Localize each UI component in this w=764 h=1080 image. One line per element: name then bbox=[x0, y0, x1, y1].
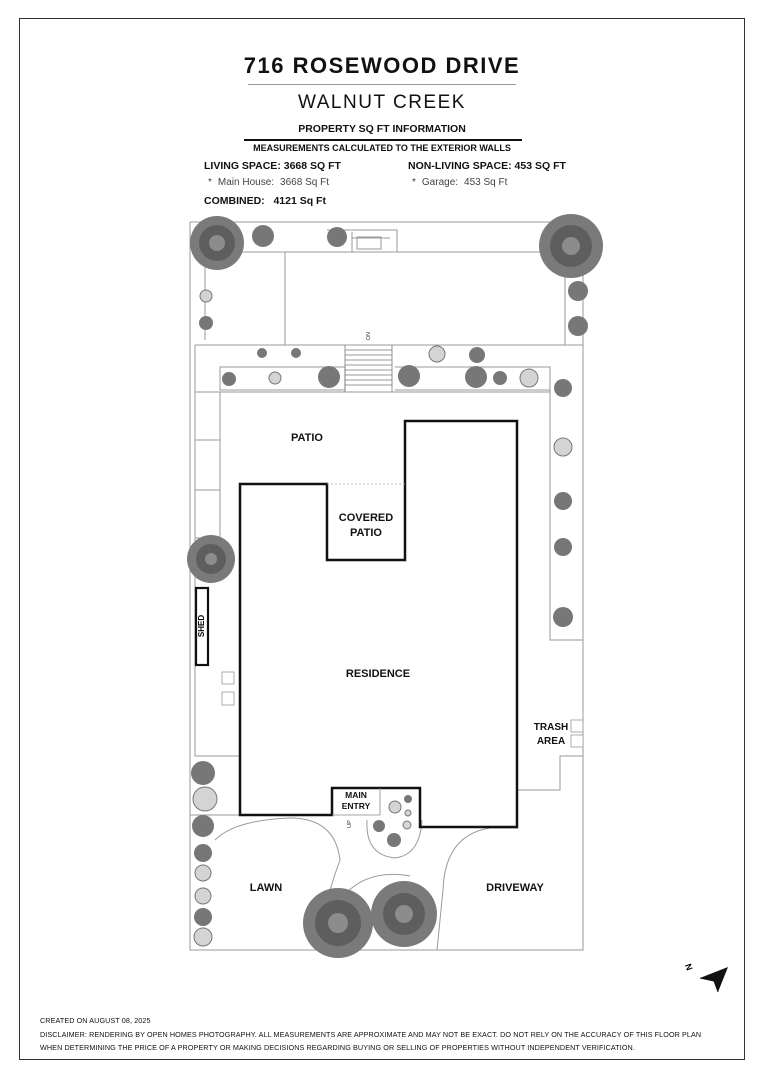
driveway-label: DRIVEWAY bbox=[486, 882, 544, 894]
tree-large-icon bbox=[190, 216, 244, 270]
address-title: 716 ROSEWOOD DRIVE bbox=[243, 53, 521, 78]
item-name: Garage: bbox=[421, 177, 459, 188]
shed-outline bbox=[194, 586, 210, 667]
trash-label-1: TRASH bbox=[534, 722, 568, 733]
tree-large-icon bbox=[371, 881, 437, 947]
bullet: * bbox=[208, 177, 212, 188]
title-divider bbox=[248, 84, 516, 85]
stair-label-up: UP bbox=[347, 820, 353, 828]
north-label: N bbox=[683, 962, 695, 972]
combined-label: COMBINED: bbox=[204, 195, 265, 207]
shed-label: SHED bbox=[197, 615, 206, 637]
item-value: 3668 Sq Ft bbox=[280, 177, 329, 188]
stairs bbox=[344, 345, 393, 392]
created-date: CREATED ON AUGUST 08, 2025 bbox=[40, 1016, 151, 1025]
covered-patio-label-1: COVERED bbox=[339, 512, 393, 524]
property-outline bbox=[189, 221, 584, 951]
lawn-label: LAWN bbox=[250, 882, 282, 894]
residence-label: RESIDENCE bbox=[346, 668, 410, 680]
combined-sqft: COMBINED: 4121 Sq Ft bbox=[204, 195, 326, 207]
page-frame bbox=[19, 18, 745, 1060]
item-name: Main House: bbox=[217, 177, 275, 188]
combined-value: 4121 Sq Ft bbox=[273, 195, 326, 207]
city-subtitle: WALNUT CREEK bbox=[298, 92, 466, 113]
nonliving-item-garage: * Garage: 453 Sq Ft bbox=[412, 177, 507, 188]
sqft-subheading: MEASUREMENTS CALCULATED TO THE EXTERIOR … bbox=[253, 143, 511, 153]
stair-label-dn: DN bbox=[366, 332, 372, 340]
sqft-divider bbox=[244, 139, 522, 141]
tree-large-icon bbox=[303, 888, 373, 958]
shrub-icon bbox=[191, 225, 588, 926]
patio-label: PATIO bbox=[291, 432, 323, 444]
tree-large-icon bbox=[539, 214, 603, 278]
north-arrow-icon: N bbox=[683, 962, 728, 993]
landscaping bbox=[187, 214, 603, 958]
utility-boxes bbox=[221, 671, 584, 748]
covered-patio-label-2: PATIO bbox=[350, 527, 382, 539]
living-space-label: LIVING SPACE: 3668 SQ FT bbox=[204, 160, 341, 172]
living-item-main-house: * Main House: 3668 Sq Ft bbox=[208, 177, 329, 188]
main-entry-label-1: MAIN bbox=[345, 790, 367, 800]
residence-walls bbox=[238, 419, 519, 829]
flower-icon bbox=[192, 289, 573, 947]
main-entry-label-2: ENTRY bbox=[342, 801, 371, 811]
bullet: * bbox=[412, 177, 416, 188]
sqft-heading: PROPERTY SQ FT INFORMATION bbox=[298, 123, 466, 135]
disclaimer-line-2: WHEN DETERMINING THE PRICE OF A PROPERTY… bbox=[40, 1043, 635, 1052]
trash-label-2: AREA bbox=[537, 736, 565, 747]
item-value: 453 Sq Ft bbox=[464, 177, 508, 188]
tree-medium-icon bbox=[187, 535, 235, 583]
nonliving-space-label: NON-LIVING SPACE: 453 SQ FT bbox=[408, 160, 566, 172]
disclaimer-line-1: DISCLAIMER: RENDERING BY OPEN HOMES PHOT… bbox=[40, 1030, 702, 1039]
